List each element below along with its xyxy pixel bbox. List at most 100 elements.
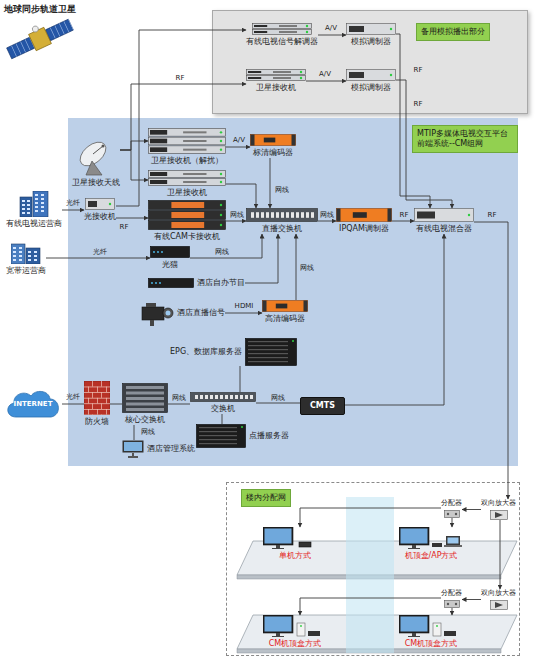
icon-part [101,403,103,409]
connector-line [296,234,297,300]
icon-part [273,71,291,73]
node-label: EPG、数据库服务器 [170,347,242,357]
icon-part [446,536,460,545]
icon-part [248,349,288,350]
node-label: 酒店直播信号 [177,308,225,318]
cam-receiver-icon [148,200,226,230]
edge-label: RF [120,223,129,231]
node-label: IPQAM调制器 [339,224,389,234]
icon-part [101,415,103,416]
icon-part [446,513,448,515]
operator-building-icon [11,240,41,264]
edge-label: 光纤 [93,248,107,256]
icon-part [183,131,206,133]
icon-part [256,212,259,218]
connector-line [222,414,223,424]
receiver-box: 卫星接收机 [246,69,306,93]
icon-part [433,623,441,636]
connector-line [226,184,256,208]
receiver-box-icon [246,69,306,81]
operator-building: 宽带运营商 [6,240,46,276]
icon-part [261,212,264,218]
icon-part [273,77,291,79]
icon-part [19,255,22,257]
switch-box-icon [246,208,318,222]
icon-part [444,545,462,547]
zone-title: 楼内分配网 [241,489,291,507]
icon-part [245,395,248,399]
icon-part [41,198,44,200]
icon-part [337,209,341,222]
icon-part [220,181,222,183]
camera-box: 酒店直播信号 [140,300,225,326]
modem-box-icon [150,246,190,258]
icon-part [22,212,25,214]
icon-part [444,631,456,636]
icon-part [225,395,228,399]
connector-line [462,599,481,600]
icon-part [157,251,159,253]
connector-line [392,221,414,222]
icon-part [34,255,37,257]
icon-part [149,221,226,230]
icon-part [25,39,31,50]
icon-part [300,77,302,79]
headend-zone: MTIP多媒体电视交互平台 前端系统--CM组网卫星接收天线卫星接收机（解扰）卫… [68,118,518,466]
node-label: CM机顶盒方式 [405,639,458,649]
icon-part [13,259,16,261]
icon-part [299,542,311,547]
icon-part [311,212,314,218]
icon-part [263,527,293,545]
icon-part [150,320,154,326]
icon-part [446,603,448,605]
node-label: 分配器 [441,589,462,598]
icon-part [265,529,292,544]
icon-part [417,212,435,219]
node-label: 光猫 [162,260,178,270]
icon-part [246,339,297,366]
icon-part [253,30,312,35]
icon-part [297,623,305,636]
icon-part [26,248,40,264]
icon-part [123,384,168,413]
icon-part [149,171,226,178]
icon-part [254,25,267,27]
icon-part [306,25,308,27]
icon-part [19,259,22,261]
icon-part [272,548,284,549]
icon-part [55,25,61,36]
splitter-box: 分配器 [441,589,462,608]
connector-line [62,404,84,405]
icon-part [151,282,153,284]
server-box-icon [196,424,246,448]
building-zone: 楼内分配网单机方式机顶盒/AP方式CM机顶盒方式CM机顶盒方式分配器双向放大器分… [226,482,520,656]
amplifier-box-icon [490,510,508,520]
icon-part [220,173,222,175]
switch-box: 交换机 [190,392,256,414]
icon-part [171,222,204,228]
icon-part [7,37,35,59]
satellite-figure [5,17,75,61]
icon-part [205,395,208,399]
edge-label: RF [488,211,497,219]
node-label: 宽带运营商 [6,266,46,276]
icon-part [468,214,470,216]
amplifier-box: 双向放大器 [481,499,516,520]
icon-part [183,149,206,151]
icon-part [248,71,261,73]
icon-part [248,361,288,362]
amplifier-box-icon [490,600,508,610]
connector-line [226,221,246,222]
icon-part [88,398,90,404]
room-box: 单机方式 [263,527,327,561]
icon-part [230,395,233,399]
icon-part [35,206,38,208]
node-label: 单机方式 [279,551,311,561]
room-box-icon [263,527,327,549]
connector-line [120,150,148,180]
icon-part [199,439,237,440]
icon-part [276,212,279,218]
icon-part [271,212,274,218]
icon-part [86,161,102,175]
connector-line [225,313,262,314]
